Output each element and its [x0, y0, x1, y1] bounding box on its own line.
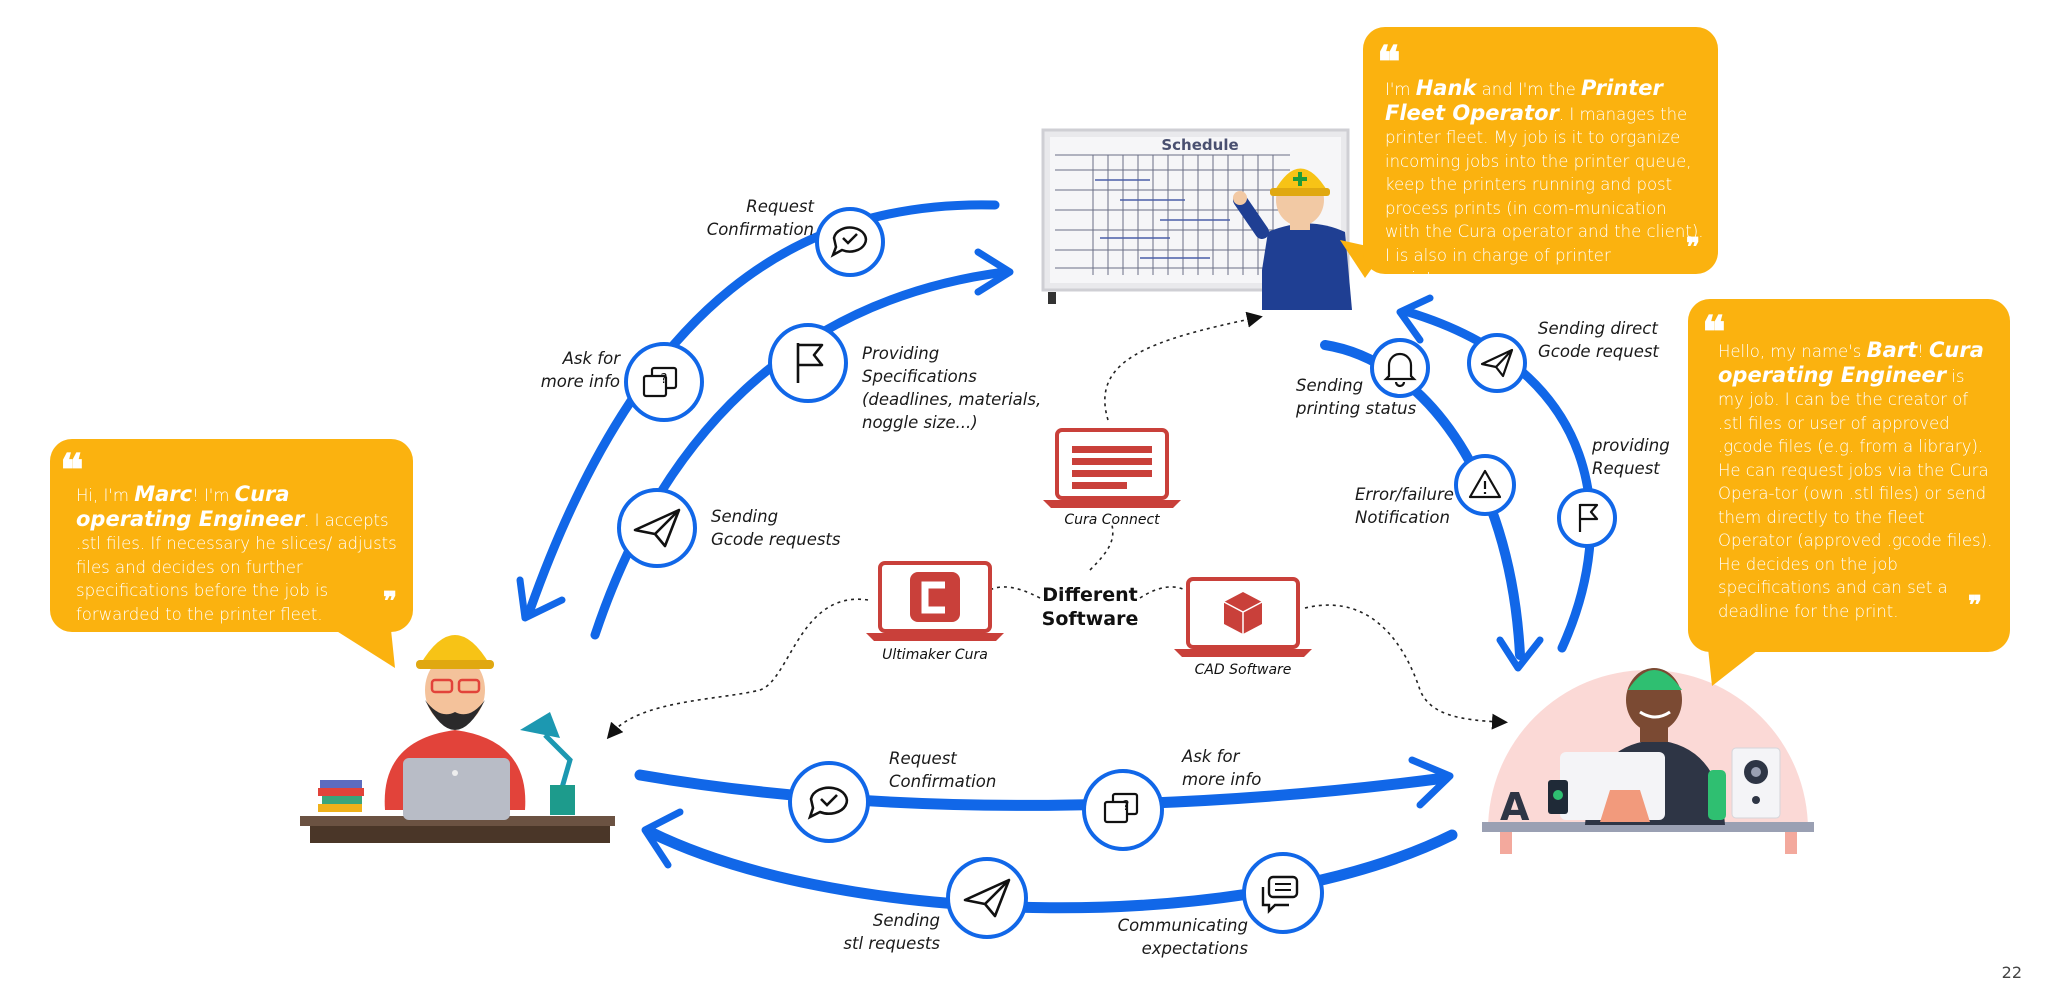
- marc-bubble-text: Hi, I'm Marc! I'm Cura operating Enginee…: [76, 482, 397, 624]
- marc-avatar: [300, 635, 615, 843]
- request-confirmation-bottom-icon: [788, 761, 870, 843]
- svg-text:?: ?: [661, 372, 668, 387]
- flow-arrows: [525, 200, 1596, 914]
- arrow-hank-to-bart: [1320, 340, 1525, 660]
- ultimaker-cura-label: Ultimaker Cura: [882, 647, 988, 663]
- connector-cad-to-bart: [1304, 604, 1508, 730]
- books: [318, 780, 364, 812]
- hank-bubble-text: I'm Hank and I'm the Printer Fleet Opera…: [1385, 76, 1704, 288]
- providing-specs-icon: [768, 323, 848, 403]
- arrowhead-hank-right: [1396, 294, 1434, 344]
- arrow-marc-to-bart: [634, 769, 1451, 811]
- open-quote-icon: ❝: [60, 445, 84, 496]
- arrow-bart-to-marc: [644, 826, 1458, 914]
- bart-avatar: A: [1482, 668, 1814, 854]
- connector-center-to-cad: [1139, 586, 1186, 599]
- ask-info-left-icon: ?: [624, 342, 704, 422]
- connector-center-to-ultimaker: [989, 586, 1041, 599]
- marc-bubble: ❝ Hi, I'm Marc! I'm Cura operating Engin…: [50, 439, 413, 632]
- ask-info-bottom-icon: ?: [1082, 769, 1164, 851]
- bart-name: Bart: [1866, 338, 1918, 362]
- arrow-hank-to-marc: [525, 200, 1000, 615]
- communicating-icon: [1242, 852, 1324, 934]
- bart-role: Cura operating Engineer: [1718, 338, 1984, 387]
- close-quote-icon: ❞: [1686, 233, 1700, 263]
- arrowhead-hank-left: [974, 248, 1014, 296]
- connector-center-to-cura-connect: [1089, 524, 1114, 571]
- bart-bubble-tail: [1708, 648, 1758, 686]
- hank-bubble: ❝ I'm Hank and I'm the Printer Fleet Ope…: [1363, 27, 1718, 288]
- request-confirmation-top-icon: [815, 207, 885, 277]
- arrowhead-marc-bottom: [641, 808, 684, 869]
- arrowhead-bart-right: [1496, 636, 1544, 672]
- cura-connect-label: Cura Connect: [1064, 512, 1160, 528]
- close-quote-icon: ❞: [1968, 591, 1982, 621]
- software-connectors: [606, 311, 1508, 740]
- providing-request-icon: [1557, 488, 1617, 548]
- cura-connect-laptop: [1043, 428, 1181, 508]
- direct-gcode-icon: [1467, 333, 1527, 393]
- sending-stl-icon: [946, 857, 1028, 939]
- cad-software-label: CAD Software: [1194, 662, 1292, 678]
- hank-name: Hank: [1415, 76, 1477, 100]
- connector-ultimaker-to-marc: [606, 598, 869, 740]
- close-quote-icon: ❞: [383, 587, 397, 617]
- bart-bubble-text: Hello, my name's Bart! Cura operating En…: [1718, 338, 1993, 621]
- open-quote-icon: ❝: [1377, 37, 1401, 88]
- hank-avatar: [1233, 168, 1352, 310]
- bart-bubble: ❝ Hello, my name's Bart! Cura operating …: [1688, 299, 2010, 652]
- marc-bubble-tail: [335, 620, 395, 668]
- marc-role: Cura operating Engineer: [76, 482, 305, 531]
- page-number: 22: [2001, 963, 2022, 982]
- error-warning-icon: [1454, 454, 1516, 516]
- flow-icons: ?: [617, 207, 1617, 939]
- schedule-title: Schedule: [1161, 136, 1238, 154]
- desk-lamp: [520, 712, 575, 815]
- sending-gcode-icon: [617, 488, 697, 568]
- cad-software-laptop: [1174, 577, 1312, 657]
- ultimaker-cura-laptop: [866, 561, 1004, 641]
- printing-status-bell-icon: [1370, 338, 1430, 398]
- arrow-marc-to-hank: [590, 267, 1010, 640]
- marc-name: Marc: [134, 482, 193, 506]
- arrow-heads: [516, 248, 1544, 869]
- hank-role: Printer Fleet Operator: [1385, 76, 1663, 125]
- arrowhead-bart-bottom: [1408, 756, 1454, 809]
- svg-text:?: ?: [1123, 799, 1130, 814]
- open-quote-icon: ❝: [1702, 307, 1726, 358]
- svg-text:A: A: [1500, 785, 1530, 829]
- arrowhead-marc-top: [516, 576, 566, 622]
- connector-cura-connect-to-hank: [1104, 311, 1263, 421]
